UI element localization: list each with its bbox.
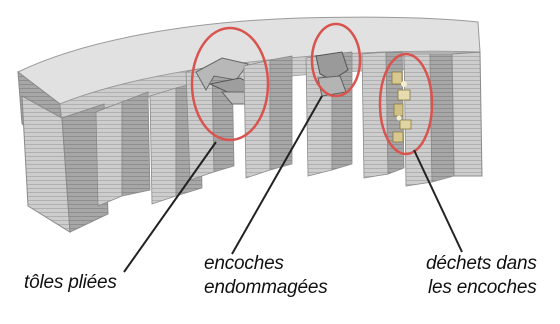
stator-tooth-4 — [244, 60, 270, 178]
stator-right-end — [452, 52, 482, 176]
label-damaged-slots-line1: encoches — [204, 252, 284, 276]
label-bent-laminations: tôles pliées — [24, 271, 117, 295]
label-debris-line1: déchets dans — [426, 252, 537, 276]
stator-tooth-1 — [96, 102, 122, 206]
stator-tooth-6 — [362, 52, 388, 178]
label-debris-line2: les encoches — [428, 276, 537, 300]
label-damaged-slots-line2: endommagées — [204, 276, 328, 300]
stator-tooth-2 — [150, 88, 176, 204]
